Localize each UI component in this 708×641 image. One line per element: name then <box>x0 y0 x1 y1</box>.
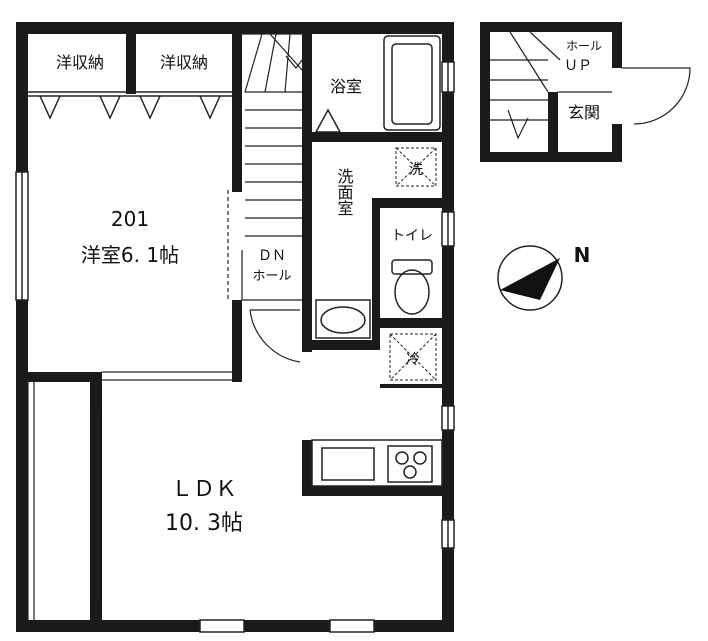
washroom-label: 洗面室 <box>335 168 354 216</box>
stove <box>387 445 433 483</box>
bedroom-number: 201 <box>111 207 149 231</box>
toilet <box>391 259 433 315</box>
staircase <box>227 33 303 300</box>
ldk-partitions <box>27 371 232 620</box>
washer-pan <box>395 147 437 187</box>
bath-label: 浴室 <box>330 77 362 96</box>
washbasin <box>315 299 371 339</box>
storage-right-label: 洋収納 <box>160 53 208 72</box>
entrance-unit <box>480 22 691 162</box>
fridge-symbol: 冷 <box>406 352 420 368</box>
bathtub <box>314 35 441 133</box>
storage-left-label: 洋収納 <box>56 53 104 72</box>
windows <box>15 61 455 633</box>
entrance-hall-label: ホール <box>566 39 602 53</box>
north-label: N <box>574 243 591 267</box>
kitchen-counter <box>302 439 443 496</box>
bedroom-label: 洋室6. 1帖 <box>81 243 179 267</box>
entrance-label: 玄関 <box>568 103 600 122</box>
compass-icon <box>497 245 563 311</box>
hall-label: ホール <box>252 269 291 284</box>
fridge-space <box>389 333 437 381</box>
kitchen-sink <box>321 447 375 481</box>
ldk-size: 10. 3帖 <box>165 511 243 536</box>
hall-door <box>242 299 302 363</box>
washer-symbol: 洗 <box>409 162 423 178</box>
ldk-label: ＬＤＫ <box>171 477 237 502</box>
toilet-label: トイレ <box>391 228 433 244</box>
up-label: ＵＰ <box>564 58 592 74</box>
closet-fronts <box>28 91 232 120</box>
dn-label: ＤＮ <box>258 248 286 264</box>
interior-walls <box>16 22 442 632</box>
